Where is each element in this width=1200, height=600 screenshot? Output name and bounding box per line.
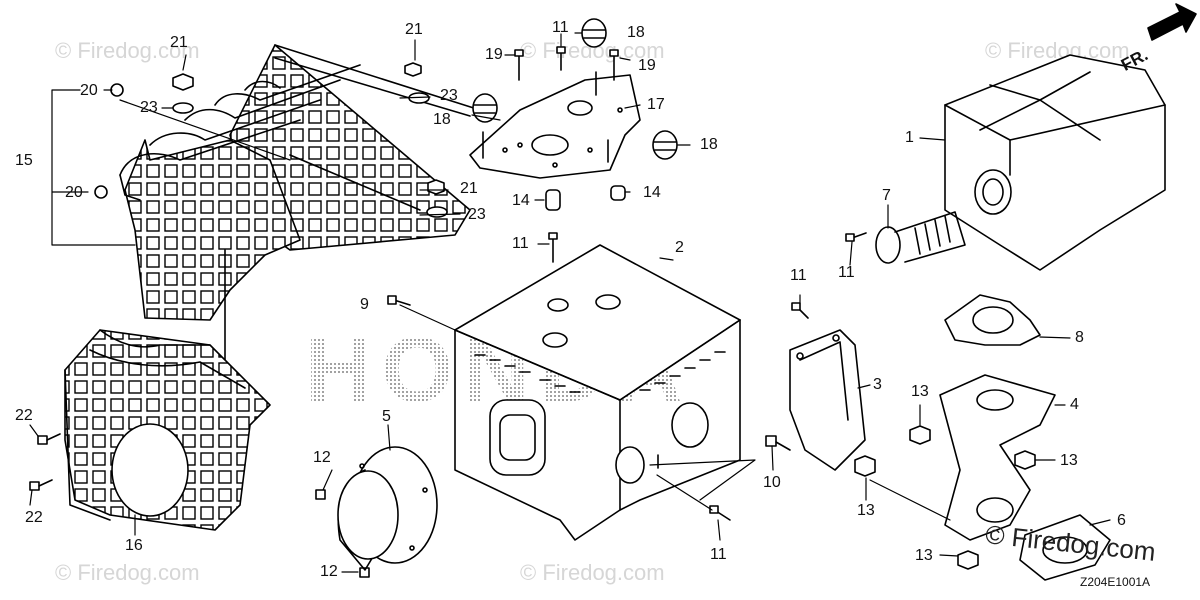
callout-12[interactable]: 12	[320, 563, 338, 580]
callout-7[interactable]: 7	[882, 187, 891, 204]
callout-13[interactable]: 13	[857, 502, 875, 519]
part-3-bracket	[789, 329, 866, 471]
callout-15[interactable]: 15	[15, 152, 33, 169]
callout-18[interactable]: 18	[433, 111, 451, 128]
leader-lines	[29, 32, 1111, 573]
part-7-screen	[875, 211, 966, 264]
callout-13[interactable]: 13	[911, 383, 929, 400]
callout-6[interactable]: 6	[1117, 512, 1126, 529]
callout-13[interactable]: 13	[915, 547, 933, 564]
callout-23[interactable]: 23	[468, 206, 486, 223]
callout-1[interactable]: 1	[905, 129, 914, 146]
watermark: © Firedog.com	[55, 38, 200, 63]
front-arrow-icon	[1147, 3, 1197, 41]
part-1-cover	[944, 54, 1166, 271]
callout-4[interactable]: 4	[1070, 396, 1079, 413]
callout-21[interactable]: 21	[170, 34, 188, 51]
callout-21[interactable]: 21	[460, 180, 478, 197]
callout-19[interactable]: 19	[485, 46, 503, 63]
callout-11[interactable]: 11	[710, 546, 727, 563]
callout-11[interactable]: 11	[552, 19, 569, 36]
callout-12[interactable]: 12	[313, 449, 331, 466]
callout-18[interactable]: 18	[627, 24, 645, 41]
watermark: © Firedog.com	[55, 560, 200, 585]
part-6-gasket	[1019, 514, 1111, 581]
part-15-heat-protector	[119, 44, 481, 366]
callout-8[interactable]: 8	[1075, 329, 1084, 346]
callout-9[interactable]: 9	[360, 296, 369, 313]
callout-14[interactable]: 14	[643, 184, 661, 201]
callout-17[interactable]: 17	[647, 96, 665, 113]
callout-22[interactable]: 22	[25, 509, 43, 526]
part-5-cover	[337, 446, 438, 571]
callout-18[interactable]: 18	[700, 136, 718, 153]
callout-10[interactable]: 10	[763, 474, 781, 491]
callout-22[interactable]: 22	[15, 407, 33, 424]
part-16-heat-protector	[64, 329, 271, 531]
watermark: © Firedog.com	[985, 38, 1130, 63]
part-2-muffler	[454, 244, 741, 541]
callout-20[interactable]: 20	[80, 82, 98, 99]
callout-13[interactable]: 13	[1060, 452, 1078, 469]
part-4-pipe	[939, 374, 1056, 541]
watermark: © Firedog.com	[520, 560, 665, 585]
callout-20[interactable]: 20	[65, 184, 83, 201]
callout-14[interactable]: 14	[512, 192, 530, 209]
callout-19[interactable]: 19	[638, 57, 656, 74]
callout-11[interactable]: 11	[512, 235, 529, 252]
small-hardware	[29, 46, 1036, 578]
callout-23[interactable]: 23	[140, 99, 158, 116]
callout-3[interactable]: 3	[873, 376, 882, 393]
callout-16[interactable]: 16	[125, 537, 143, 554]
diagram-code: Z204E1001A	[1080, 575, 1151, 589]
part-8-gasket	[944, 294, 1041, 346]
part-17-bracket-plate	[469, 71, 641, 179]
callout-11[interactable]: 11	[790, 267, 807, 284]
callout-11[interactable]: 11	[838, 264, 855, 281]
callout-23[interactable]: 23	[440, 87, 458, 104]
callout-2[interactable]: 2	[675, 239, 684, 256]
callout-5[interactable]: 5	[382, 408, 391, 425]
callout-21[interactable]: 21	[405, 21, 423, 38]
